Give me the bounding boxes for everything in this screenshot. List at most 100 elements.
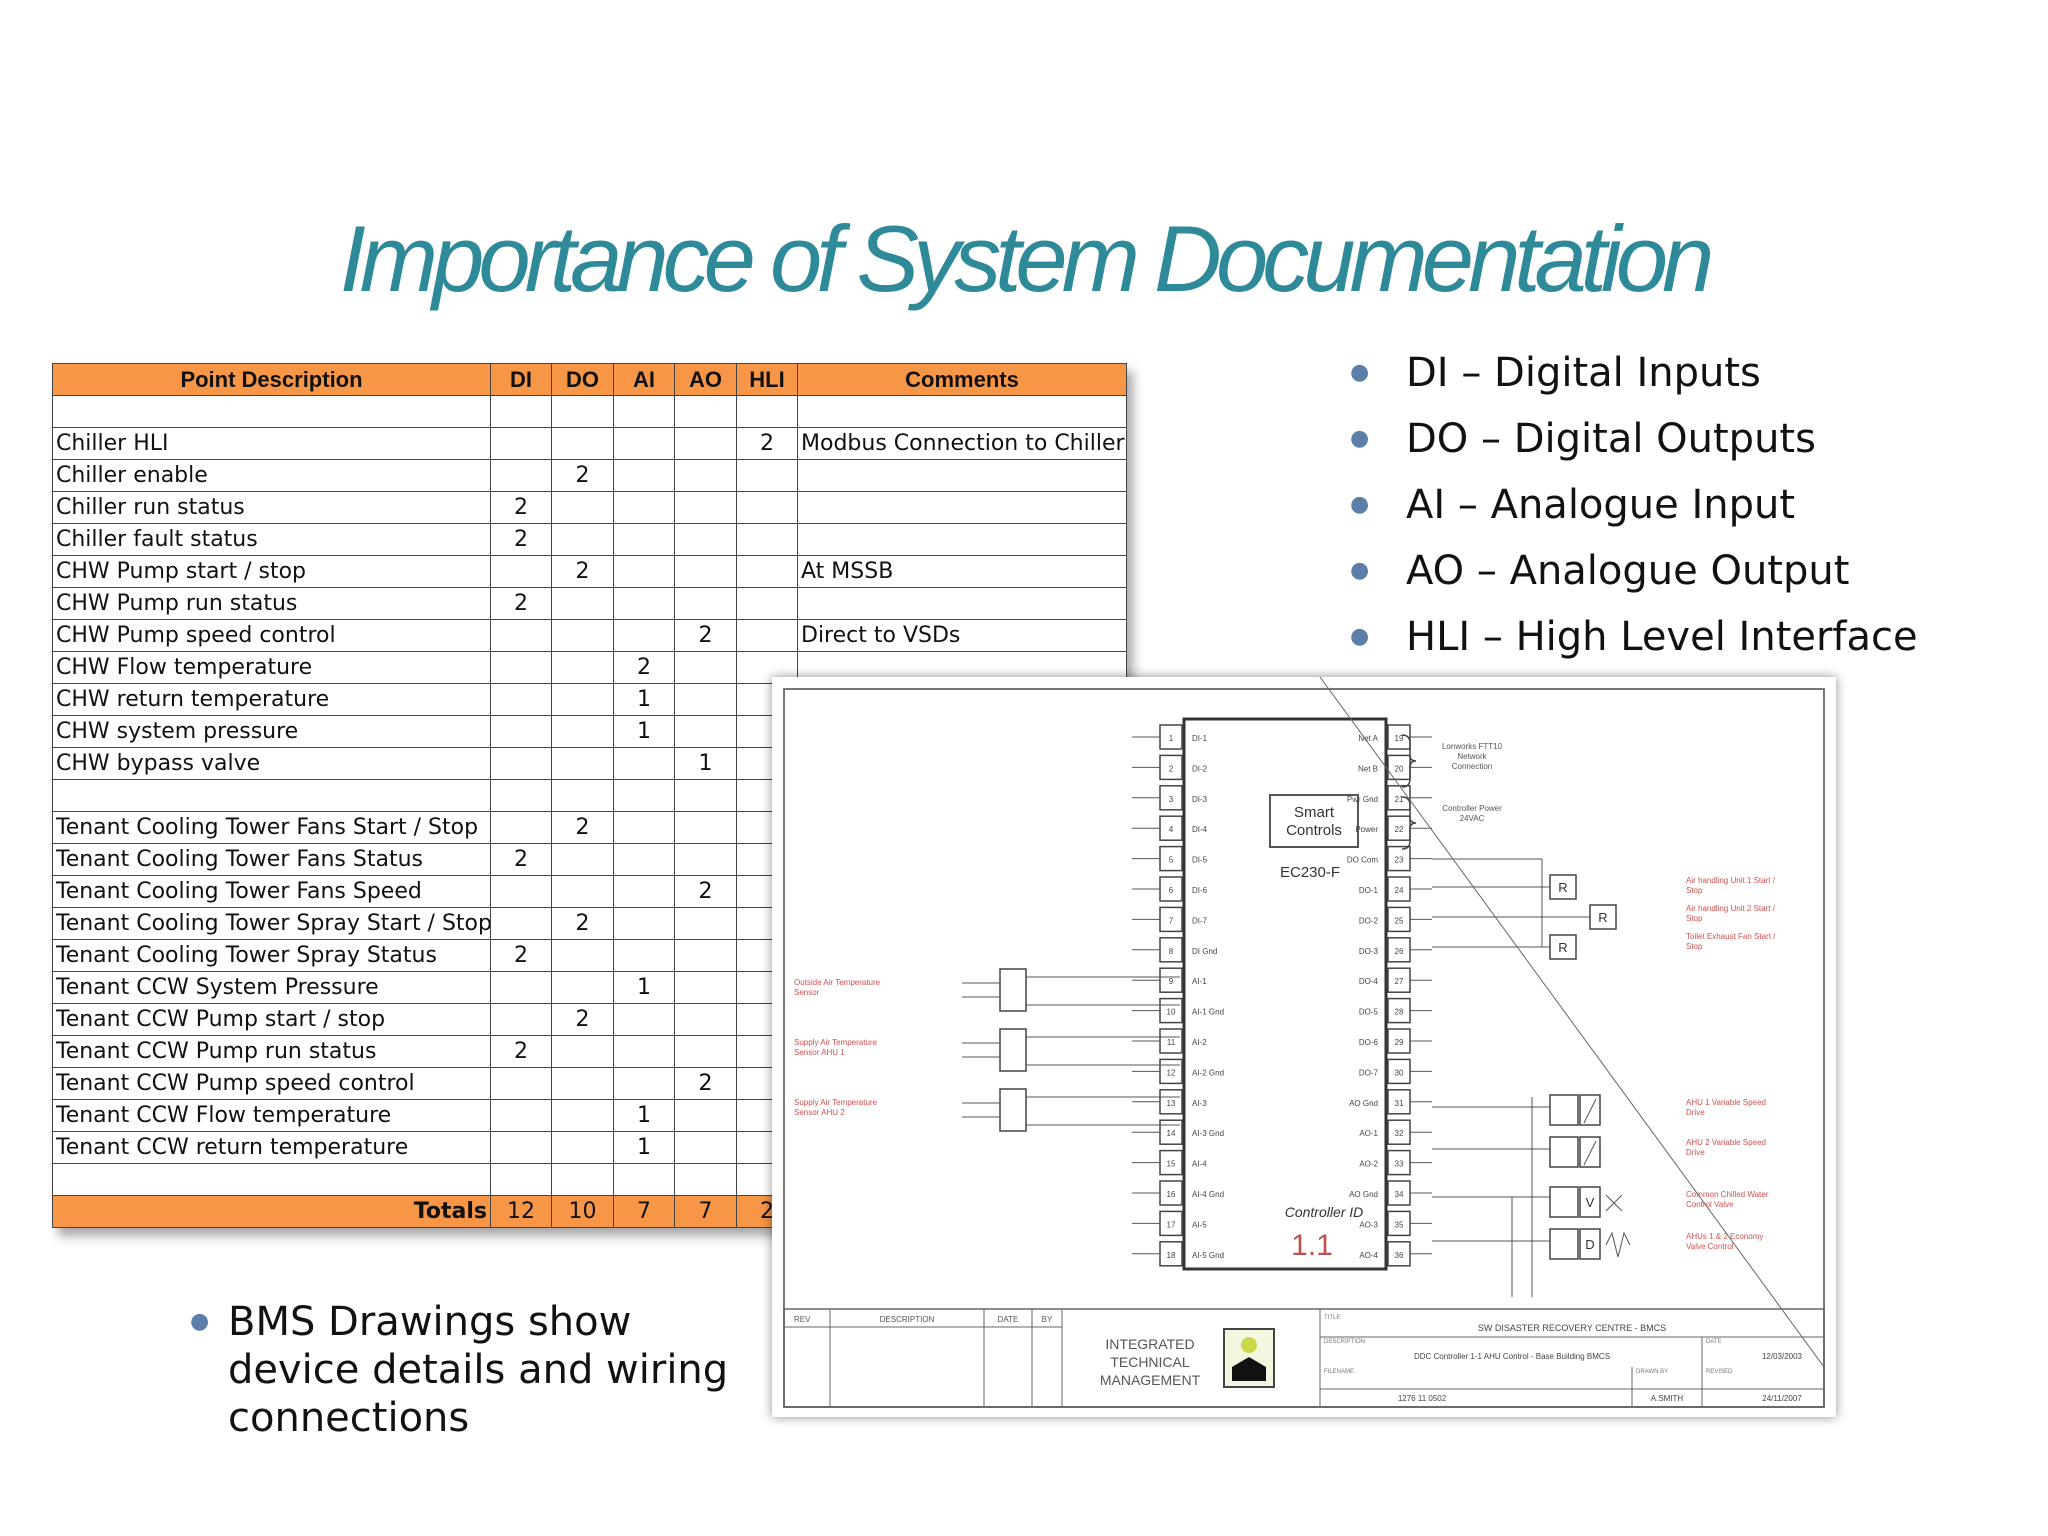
valve-actuator-box (1579, 1186, 1601, 1218)
relay-box (1549, 934, 1577, 960)
terminal-number: 36 (1395, 1251, 1404, 1260)
field-filename: FILENAME (1324, 1369, 1354, 1375)
terminal-label: DO-2 (1359, 916, 1379, 925)
cell-description: Tenant Cooling Tower Fans Speed (52, 875, 491, 908)
cell-di: 2 (490, 587, 552, 620)
legend-item: ●AO – Analogue Output (1346, 538, 1918, 604)
company-logo (1241, 1337, 1257, 1353)
terminal-number: 27 (1395, 977, 1404, 986)
module-label: Smart (1294, 804, 1335, 821)
cell-do (551, 875, 614, 908)
cell-ao (674, 395, 737, 428)
terminal-label: AI-4 (1192, 1160, 1207, 1169)
terminal-label: DI-6 (1192, 886, 1208, 895)
cell-do (551, 715, 614, 748)
cell-comments (797, 491, 1127, 524)
cell-description: CHW Pump speed control (52, 619, 491, 652)
terminal-label: AO-4 (1359, 1251, 1378, 1260)
revision-date: 24/11/2007 (1762, 1394, 1802, 1403)
vsd-box (1549, 1136, 1579, 1168)
relay-box (1589, 904, 1617, 930)
cell-comments (797, 459, 1127, 492)
wiring-note: Valve Control (1686, 1242, 1734, 1251)
terminal-label: DO-7 (1359, 1068, 1379, 1077)
relay-wires (1432, 858, 1590, 948)
cell-description (52, 395, 491, 428)
page-title: Importance of System Documentation (339, 206, 1715, 311)
terminal-label: Net A (1358, 734, 1378, 743)
field-title: TITLE (1324, 1315, 1340, 1321)
cell-di: 2 (490, 523, 552, 556)
wiring-note: Toilet Exhaust Fan Start / (1686, 932, 1776, 941)
wiring-note: Stop (1686, 914, 1703, 923)
cell-description: CHW bypass valve (52, 747, 491, 780)
terminal-number: 4 (1169, 825, 1174, 834)
cell-ai (613, 619, 675, 652)
cell-hli (736, 523, 798, 556)
note-line: BMS Drawings show (228, 1299, 632, 1345)
wiring-note: Stop (1686, 942, 1703, 951)
bullet-icon: ● (1350, 492, 1370, 517)
terminal-label: AO-2 (1359, 1160, 1378, 1169)
cell-description: Chiller HLI (52, 427, 491, 460)
sensor-wires (962, 976, 1180, 1126)
wiring-note: Control Valve (1686, 1200, 1734, 1209)
cell-description (52, 1163, 491, 1196)
relay-letters: R R R (1558, 880, 1607, 955)
terminal-label: DO-3 (1359, 947, 1379, 956)
cell-description: Chiller enable (52, 459, 491, 492)
output-devices (1549, 1094, 1601, 1260)
cell-ai (613, 427, 675, 460)
cell-ao (674, 779, 737, 812)
drawing-number: 1276 11 0502 (1398, 1394, 1447, 1403)
drawing-description: DDC Controller 1-1 AHU Control - Base Bu… (1414, 1352, 1610, 1361)
cell-ai (613, 523, 675, 556)
cell-hli (736, 491, 798, 524)
cell-di (490, 811, 552, 844)
cell-hli (736, 459, 798, 492)
terminal-number: 31 (1395, 1099, 1404, 1108)
cell-comments: Modbus Connection to Chiller (797, 427, 1127, 460)
cell-di (490, 747, 552, 780)
wiring-note: Stop (1686, 886, 1703, 895)
terminal-label: AI-3 Gnd (1192, 1129, 1224, 1138)
relay-letter: R (1598, 910, 1607, 925)
cell-do (551, 427, 614, 460)
project-title: SW DISASTER RECOVERY CENTRE - BMCS (1478, 1323, 1666, 1333)
legend-item: ●AI – Analogue Input (1346, 472, 1918, 538)
terminal-label: DO-5 (1359, 1008, 1379, 1017)
cell-ao (674, 459, 737, 492)
cell-description: Tenant CCW Pump run status (52, 1035, 491, 1068)
cell-ao (674, 1003, 737, 1036)
bullet-icon: ● (1350, 558, 1370, 583)
terminal-label: DO-4 (1359, 977, 1379, 986)
cell-di (490, 427, 552, 460)
title-block: REV DESCRIPTION DATE BY INTEGRATED TECHN… (783, 677, 1825, 1408)
cell-di (490, 1099, 552, 1132)
wiring-note: Drive (1686, 1108, 1705, 1117)
cell-do (551, 491, 614, 524)
terminal-number: 17 (1167, 1220, 1176, 1229)
cell-ai (613, 1003, 675, 1036)
cell-do (551, 395, 614, 428)
cell-ao (674, 811, 737, 844)
total-di: 12 (490, 1195, 552, 1228)
header-comments: Comments (797, 363, 1127, 396)
field-date: DATE (1706, 1339, 1722, 1345)
bullet-icon: ● (1350, 624, 1370, 649)
cell-description: Tenant CCW Pump speed control (52, 1067, 491, 1100)
wiring-note: Supply Air Temperature (794, 1038, 878, 1047)
cell-ai (613, 843, 675, 876)
terminal-label: AO-3 (1359, 1220, 1378, 1229)
cell-do (551, 683, 614, 716)
cell-ai (613, 811, 675, 844)
terminal-number: 32 (1395, 1129, 1404, 1138)
title-block-by: BY (1042, 1315, 1053, 1324)
total-ao: 7 (674, 1195, 737, 1228)
cell-di (490, 619, 552, 652)
cell-description: Chiller fault status (52, 523, 491, 556)
cell-ai: 1 (613, 1099, 675, 1132)
company-name: INTEGRATED (1105, 1336, 1194, 1352)
cell-di: 2 (490, 1035, 552, 1068)
